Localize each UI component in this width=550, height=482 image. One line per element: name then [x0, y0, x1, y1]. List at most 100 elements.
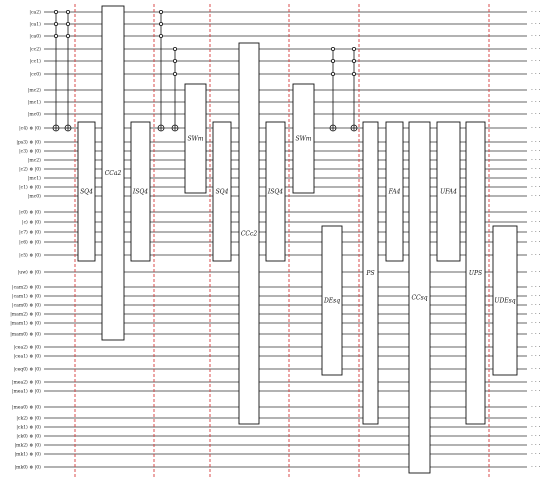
wire-label: |cea1⟩ ⊗ |0⟩: [14, 354, 42, 360]
wire-label: |ps3⟩ ⊗ |0⟩: [16, 140, 41, 146]
wire-continuation: · · ·: [531, 404, 541, 411]
wire-label: |cc0⟩: [30, 72, 42, 78]
gate-cca2: CCa2: [101, 5, 125, 341]
wire-continuation: · · ·: [531, 464, 541, 471]
control-dot: [330, 47, 335, 52]
gate-box: [265, 121, 286, 262]
wire-continuation: · · ·: [531, 379, 541, 386]
gate-isq4: ISQ4: [130, 121, 151, 262]
gate-label: UPS: [469, 270, 482, 277]
wire-continuation: · · ·: [531, 433, 541, 440]
gate-label: UDEsq: [494, 298, 515, 305]
control-dot: [66, 21, 71, 26]
wire-continuation: · · ·: [531, 193, 541, 200]
wire-label: |mc0⟩: [28, 194, 41, 200]
gate-label: ISQ4: [132, 189, 148, 196]
wire-continuation: · · ·: [531, 366, 541, 373]
wire-continuation: · · ·: [531, 21, 541, 28]
controls-layer: [52, 9, 358, 132]
gate-swm: SWm: [292, 83, 315, 194]
wire-continuation: · · ·: [531, 269, 541, 276]
wire-continuation: · · ·: [531, 293, 541, 300]
wire-label: |mc0⟩: [28, 112, 41, 118]
wire-continuation: · · ·: [531, 284, 541, 291]
gate-label: ISQ4: [267, 189, 283, 196]
wire-label: |ca1⟩: [29, 22, 41, 28]
wire-label: |mc2⟩: [28, 158, 41, 164]
labels-layer: |ca2⟩· · ·|ca1⟩· · ·|ca0⟩· · ·|cc2⟩· · ·…: [10, 9, 540, 471]
wire-continuation: · · ·: [531, 442, 541, 449]
wire-label: |mea1⟩ ⊗ |0⟩: [12, 389, 41, 395]
wire-continuation: · · ·: [531, 125, 541, 132]
wire-label: |c1⟩ ⊗ |0⟩: [19, 185, 41, 191]
gate-box: [362, 121, 379, 425]
wire-label: |c4⟩ ⊗ |0⟩: [19, 126, 41, 132]
wire-continuation: · · ·: [531, 87, 541, 94]
gate-udesq: UDEsq: [492, 225, 518, 376]
gate-box: [130, 121, 151, 262]
control-dot: [330, 59, 335, 64]
gate-box: [408, 121, 431, 474]
gate-label: SQ4: [80, 189, 93, 196]
wire-continuation: · · ·: [531, 99, 541, 106]
wire-label: |c3⟩ ⊗ |0⟩: [19, 149, 41, 155]
gate-box: [101, 5, 125, 341]
gate-sq4: SQ4: [77, 121, 96, 262]
gate-sq4: SQ4: [212, 121, 232, 262]
gate-isq4: ISQ4: [265, 121, 286, 262]
wire-continuation: · · ·: [531, 219, 541, 226]
gate-box: [321, 225, 343, 376]
wire-continuation: · · ·: [531, 209, 541, 216]
gate-ccsq: CCsq: [408, 121, 431, 474]
wire-label: |c5⟩ ⊗ |0⟩: [19, 253, 41, 259]
wire-continuation: · · ·: [531, 353, 541, 360]
gate-label: SWm: [296, 136, 312, 143]
wire-label: |mam0⟩ ⊗ |0⟩: [10, 332, 41, 338]
gate-box: [212, 121, 232, 262]
wire-continuation: · · ·: [531, 175, 541, 182]
wire-continuation: · · ·: [531, 111, 541, 118]
wire-label: |ck0⟩ ⊗ |0⟩: [16, 434, 41, 440]
gate-box: [492, 225, 518, 376]
gate-box: [385, 121, 404, 262]
wire-label: |mam1⟩ ⊗ |0⟩: [10, 321, 41, 327]
wire-continuation: · · ·: [531, 71, 541, 78]
wire-label: |cam0⟩ ⊗ |0⟩: [12, 303, 41, 309]
wire-continuation: · · ·: [531, 311, 541, 318]
wire-continuation: · · ·: [531, 46, 541, 53]
wire-continuation: · · ·: [531, 139, 541, 146]
control-dot: [158, 9, 163, 14]
wire-label: |cam2⟩ ⊗ |0⟩: [12, 285, 41, 291]
wire-label: |ceq0⟩ ⊗ |0⟩: [13, 367, 41, 373]
wire-continuation: · · ·: [531, 388, 541, 395]
wire-continuation: · · ·: [531, 320, 541, 327]
wire-label: |ca2⟩: [29, 10, 41, 16]
wire-continuation: · · ·: [531, 166, 541, 173]
gate-label: FA4: [388, 189, 401, 196]
wire-label: |ck1⟩ ⊗ |0⟩: [16, 425, 41, 431]
wire-continuation: · · ·: [531, 184, 541, 191]
target-oplus: [157, 124, 165, 132]
wire-label: |ca0⟩: [29, 34, 41, 40]
wire-continuation: · · ·: [531, 9, 541, 16]
gate-desq: DEsq: [321, 225, 343, 376]
gate-label: CCa2: [105, 170, 122, 177]
control-dot: [54, 21, 59, 26]
control-dot: [66, 9, 71, 14]
target-oplus: [64, 124, 72, 132]
gate-label: SWm: [188, 136, 204, 143]
control-dot: [330, 72, 335, 77]
wire-label: |mc2⟩: [28, 88, 41, 94]
wire-label: |mam2⟩ ⊗ |0⟩: [10, 312, 41, 318]
wire-label: |cc1⟩: [30, 59, 42, 65]
wire-continuation: · · ·: [531, 331, 541, 338]
control-dot: [158, 34, 163, 39]
gate-box: [292, 83, 315, 194]
gate-label: SQ4: [216, 189, 229, 196]
wire-label: |c0⟩ ⊗ |0⟩: [19, 210, 41, 216]
gate-ccc2: CCc2: [238, 42, 260, 425]
target-oplus: [350, 124, 358, 132]
control-dot: [351, 72, 356, 77]
wire-continuation: · · ·: [531, 58, 541, 65]
